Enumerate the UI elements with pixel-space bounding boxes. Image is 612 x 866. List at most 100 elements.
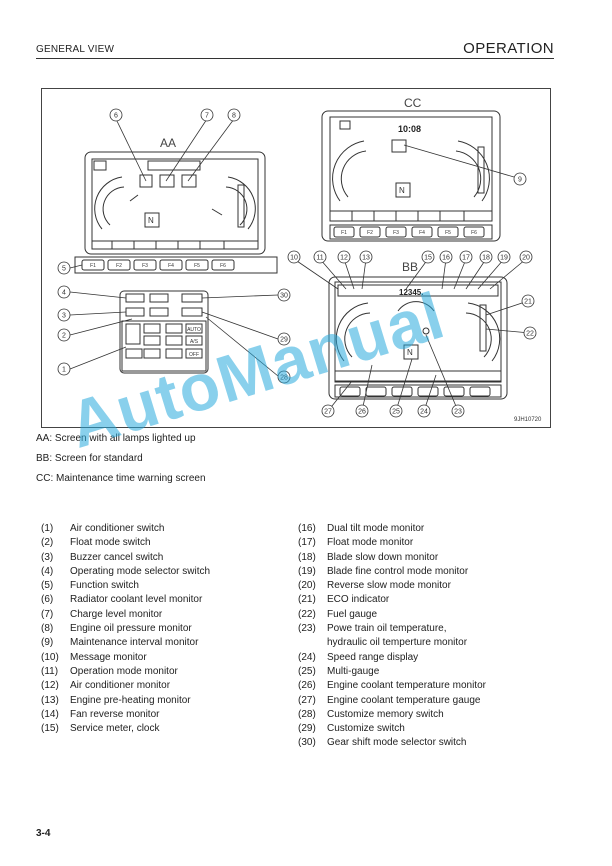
legend-item: hydraulic oil temperture monitor [298, 636, 486, 650]
legend-text: hydraulic oil temperture monitor [327, 637, 468, 649]
svg-text:3: 3 [62, 313, 66, 320]
legend-text: Engine coolant temperature monitor [327, 680, 486, 692]
legend-right: (16)Dual tilt mode monitor(17)Float mode… [298, 522, 486, 751]
svg-text:13: 13 [362, 255, 370, 262]
legend-text: Operating mode selector switch [70, 565, 211, 577]
legend-text: Reverse slow mode monitor [327, 580, 451, 592]
svg-text:24: 24 [420, 409, 428, 416]
legend-number: (17) [298, 537, 316, 549]
legend-text: Blade slow down monitor [327, 551, 439, 563]
legend-text: Buzzer cancel switch [70, 551, 164, 563]
legend-number: (30) [298, 737, 316, 749]
legend-item: (29) Customize switch [298, 722, 486, 736]
switch-panel [119, 290, 209, 374]
legend-number: (26) [298, 680, 316, 692]
svg-text:18: 18 [482, 255, 490, 262]
svg-text:10: 10 [290, 255, 298, 262]
legend-item: (20) Reverse slow mode monitor [298, 579, 486, 593]
legend-number: (7) [41, 608, 54, 620]
legend-left: (1)Air conditioner switch(2)Float mode s… [41, 522, 210, 736]
legend-number: (5) [41, 580, 54, 592]
legend-number: (20) [298, 580, 316, 592]
svg-text:8: 8 [232, 113, 236, 120]
mode-letter-bb: N [407, 348, 413, 357]
svg-text:15: 15 [424, 255, 432, 262]
legend-item: (23)Powe train oil temperature, [298, 622, 486, 636]
legend-item: (15) Service meter, clock [41, 722, 210, 736]
caption-aa: AA: Screen with all lamps lighted up [36, 433, 196, 444]
legend-number: (27) [298, 694, 316, 706]
legend-number: (22) [298, 608, 316, 620]
legend-number: (24) [298, 651, 316, 663]
svg-text:17: 17 [462, 255, 470, 262]
legend-item: (22) Fuel gauge [298, 608, 486, 622]
legend-item: (6)Radiator coolant level monitor [41, 593, 210, 607]
svg-text:F5: F5 [194, 263, 200, 269]
svg-text:F4: F4 [168, 263, 174, 269]
svg-text:F6: F6 [471, 230, 477, 236]
legend-text: Float mode switch [70, 537, 151, 549]
legend-item: (14)Fan reverse monitor [41, 708, 210, 722]
switch-panel-labels: AUTO A/S OFF [187, 327, 201, 358]
legend-item: (13)Engine pre-heating monitor [41, 694, 210, 708]
legend-item: (24)Speed range display [298, 651, 486, 665]
legend-text: Customize memory switch [327, 708, 444, 720]
legend-number: (15) [41, 723, 59, 735]
legend-text: Float mode monitor [327, 537, 414, 549]
legend-text: Customize switch [327, 723, 405, 735]
legend-text: Charge level monitor [70, 608, 163, 620]
legend-number: (28) [298, 708, 316, 720]
legend-number: (23) [298, 623, 316, 635]
svg-text:22: 22 [526, 331, 534, 338]
legend-item: (7) Charge level monitor [41, 608, 210, 622]
legend-text: Air conditioner monitor [70, 680, 171, 692]
legend-item: (4)Operating mode selector switch [41, 565, 210, 579]
legend-item: (19) Blade fine control mode monitor [298, 565, 486, 579]
svg-text:F1: F1 [90, 263, 96, 269]
service-meter-readout: 12345. [399, 288, 423, 297]
legend-number [298, 636, 327, 650]
legend-number: (19) [298, 565, 316, 577]
legend-number: (8) [41, 623, 54, 635]
legend-item: (25)Multi-gauge [298, 665, 486, 679]
svg-text:5: 5 [62, 266, 66, 273]
legend-number: (29) [298, 723, 316, 735]
legend-number: (21) [298, 594, 316, 606]
mode-letter-cc: N [399, 186, 405, 195]
header-rule [36, 58, 554, 59]
svg-text:12: 12 [340, 255, 348, 262]
legend-number: (3) [41, 551, 54, 563]
legend-number: (12) [41, 680, 59, 692]
legend-number: (25) [298, 665, 316, 677]
svg-text:25: 25 [392, 409, 400, 416]
legend-item: (26) Engine coolant temperature monitor [298, 679, 486, 693]
legend-text: Service meter, clock [70, 723, 160, 735]
svg-text:F2: F2 [367, 230, 373, 236]
legend-text: Blade fine control mode monitor [327, 565, 469, 577]
svg-text:21: 21 [524, 299, 532, 306]
legend-number: (10) [41, 651, 59, 663]
figure-code: 9JH10720 [514, 417, 542, 423]
svg-text:6: 6 [114, 113, 118, 120]
svg-text:11: 11 [316, 255, 323, 262]
caption-bb: BB: Screen for standard [36, 453, 143, 464]
caption-cc: CC: Maintenance time warning screen [36, 473, 206, 484]
svg-text:23: 23 [454, 409, 462, 416]
svg-text:1: 1 [62, 367, 66, 374]
svg-text:4: 4 [62, 290, 66, 297]
legend-item: (1)Air conditioner switch [41, 522, 210, 536]
legend-text: Engine coolant temperature gauge [327, 694, 481, 706]
mode-letter-aa: N [148, 216, 154, 225]
legend-text: Fuel gauge [327, 608, 378, 620]
screen-cc [321, 110, 501, 242]
legend-text: Dual tilt mode monitor [327, 523, 425, 534]
legend-item: (10)Message monitor [41, 651, 210, 665]
svg-text:F4: F4 [419, 230, 425, 236]
legend-item: (18)Blade slow down monitor [298, 551, 486, 565]
callout-circles [57, 108, 537, 418]
legend-text: Radiator coolant level monitor [70, 594, 203, 606]
legend-text: Operation mode monitor [70, 665, 178, 677]
svg-text:30: 30 [280, 293, 288, 300]
legend-item: (28) Customize memory switch [298, 708, 486, 722]
